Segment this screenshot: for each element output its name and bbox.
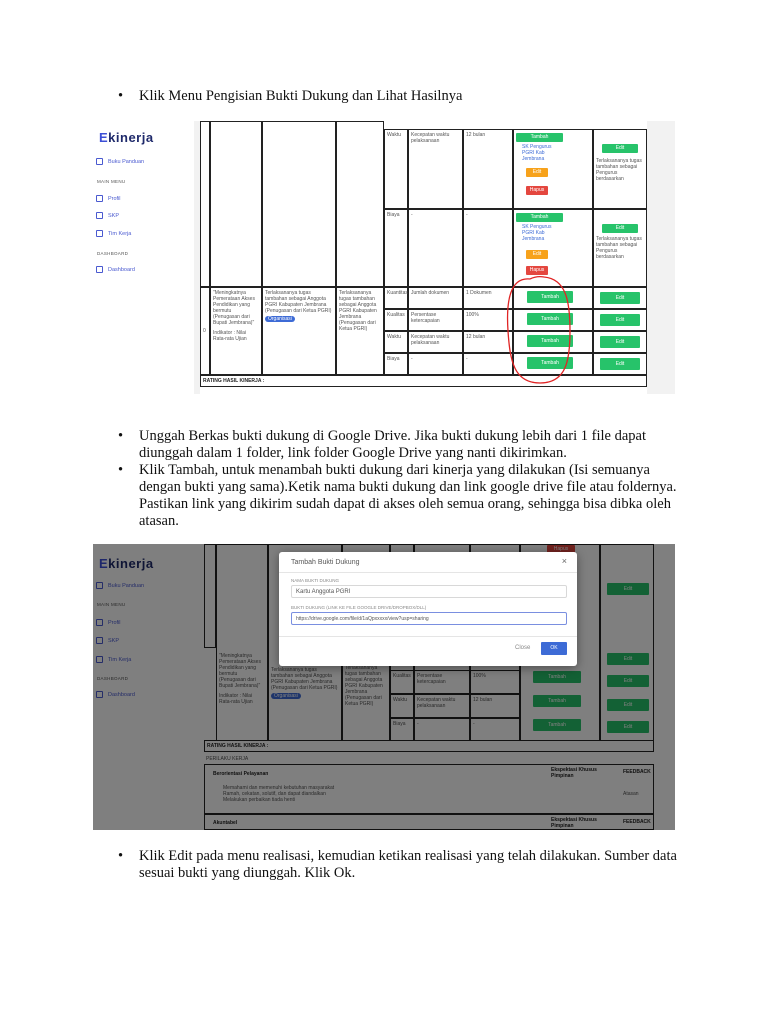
table-cell: 12 bulan	[463, 331, 513, 353]
table-cell: Tambah	[513, 353, 593, 375]
monitor-icon	[96, 266, 103, 273]
organisasi-badge: Organisasi	[265, 316, 295, 322]
realisasi-text: Terlaksananya tugas tambahan sebagai Pen…	[596, 158, 642, 182]
table-cell: Persentase ketercapaian	[408, 309, 463, 331]
table-cell: Kuantitas	[384, 287, 408, 309]
table-cell: -	[463, 353, 513, 375]
table-cell: Edit Terlaksananya tugas tambahan sebaga…	[593, 129, 647, 209]
table-cell: Edit	[593, 309, 647, 331]
link-input[interactable]: https://drive.google.com/file/d/1aQpxxxx…	[291, 612, 567, 625]
modal-title: Tambah Bukti Dukung	[291, 559, 360, 566]
table-cell: Waktu	[384, 129, 408, 209]
table-cell: Kualitas	[384, 309, 408, 331]
edit-realisasi-button[interactable]: Edit	[600, 292, 640, 304]
red-highlight-annotation	[506, 275, 571, 384]
tambah-button[interactable]: Tambah	[527, 335, 573, 347]
tambah-button[interactable]: Tambah	[527, 313, 573, 325]
user-icon	[96, 195, 103, 202]
edit-button[interactable]: Edit	[526, 250, 548, 259]
table-cell: -	[408, 353, 463, 375]
tambah-bukti-modal: Tambah Bukti Dukung × NAMA BUKTI DUKUNG …	[279, 552, 577, 666]
table-cell: Tambah	[513, 309, 593, 331]
rating-row: RATING HASIL KINERJA :	[200, 375, 647, 387]
table-cell: Biaya	[384, 353, 408, 375]
sidebar: Ekinerja Buku Panduan MAIN MENU Profil S…	[93, 121, 194, 394]
realisasi-text: Terlaksananya tugas tambahan sebagai Pen…	[596, 236, 642, 260]
table-cell: Kecepatan waktu pelaksanaan	[408, 129, 463, 209]
ok-button[interactable]: OK	[541, 642, 567, 655]
nav-profil[interactable]: Profil	[96, 195, 121, 202]
table-cell: 0	[200, 287, 210, 375]
app-logo: Ekinerja	[99, 130, 154, 145]
tambah-button[interactable]: Tambah	[516, 133, 563, 142]
table-cell: -	[463, 209, 513, 287]
step-1-text: Klik Menu Pengisian Bukti Dukung dan Lih…	[139, 88, 463, 104]
table-area: Waktu Kecepatan waktu pelaksanaan 12 bul…	[200, 121, 647, 394]
divider	[279, 636, 577, 637]
link-label: BUKTI DUKUNG (LINK KE FILE GOOGLE DRIVE/…	[291, 605, 427, 610]
tambah-button[interactable]: Tambah	[516, 213, 563, 222]
nav-skp[interactable]: SKP	[96, 212, 119, 219]
edit-realisasi-button[interactable]: Edit	[602, 224, 638, 233]
table-cell: Waktu	[384, 331, 408, 353]
table-cell: Biaya	[384, 209, 408, 287]
bullet-dot: •	[118, 428, 124, 444]
nav-buku-panduan[interactable]: Buku Panduan	[96, 158, 144, 165]
screenshot-bukti-dukung-table: Ekinerja Buku Panduan MAIN MENU Profil S…	[93, 121, 675, 394]
table-cell: Tambah	[513, 331, 593, 353]
sk-link[interactable]: SK Pengurus PGRI Kab Jembrana	[522, 144, 552, 162]
edit-realisasi-button[interactable]: Edit	[602, 144, 638, 153]
close-icon[interactable]: ×	[561, 556, 567, 566]
table-cell: Tambah SK Pengurus PGRI Kab Jembrana Edi…	[513, 209, 593, 287]
edit-button[interactable]: Edit	[526, 168, 548, 177]
table-cell: -	[408, 209, 463, 287]
close-button[interactable]: Close	[515, 645, 531, 651]
table-cell: Kecepatan waktu pelaksanaan	[408, 331, 463, 353]
hasil-cell: Terlaksananya tugas tambahan sebagai Ang…	[336, 287, 384, 375]
nav-tim-kerja[interactable]: Tim Kerja	[96, 230, 131, 237]
table-cell	[262, 121, 336, 287]
step-2-text: Unggah Berkas bukti dukung di Google Dri…	[139, 428, 647, 461]
name-label: NAMA BUKTI DUKUNG	[291, 578, 340, 583]
edit-realisasi-button[interactable]: Edit	[600, 314, 640, 326]
name-input[interactable]: Kartu Anggota PGRI	[291, 585, 567, 598]
hapus-button[interactable]: Hapus	[526, 266, 548, 275]
table-cell: 12 bulan	[463, 129, 513, 209]
section-dashboard: DASHBOARD	[97, 251, 129, 256]
table-cell: Edit Terlaksananya tugas tambahan sebaga…	[593, 209, 647, 287]
table-cell	[200, 121, 210, 287]
bullet-dot: •	[118, 462, 124, 478]
edit-realisasi-button[interactable]: Edit	[600, 336, 640, 348]
hapus-button[interactable]: Hapus	[526, 186, 548, 195]
bullet-dot: •	[118, 88, 124, 104]
hasil-cell: Terlaksananya tugas tambahan sebagai Ang…	[262, 287, 336, 375]
rencana-cell: "Meningkatnya Pemerataan Akses Pendidika…	[210, 287, 262, 375]
table-cell: Tambah SK Pengurus PGRI Kab Jembrana Edi…	[513, 129, 593, 209]
step-4-text: Klik Edit pada menu realisasi, kemudian …	[139, 848, 677, 881]
document-icon	[96, 212, 103, 219]
step-3-text: Klik Tambah, untuk menambah bukti dukung…	[139, 462, 677, 529]
sk-link[interactable]: SK Pengurus PGRI Kab Jembrana	[522, 224, 552, 242]
table-cell: Jumlah dokumen	[408, 287, 463, 309]
tambah-button[interactable]: Tambah	[527, 357, 573, 369]
table-cell: Edit	[593, 287, 647, 309]
tambah-button[interactable]: Tambah	[527, 291, 573, 303]
nav-dashboard[interactable]: Dashboard	[96, 266, 135, 273]
edit-realisasi-button[interactable]: Edit	[600, 358, 640, 370]
screenshot-tambah-bukti-modal: Ekinerja Buku Panduan MAIN MENU Profil S…	[93, 544, 675, 830]
table-cell	[336, 121, 384, 287]
users-icon	[96, 230, 103, 237]
bullet-dot: •	[118, 848, 124, 864]
table-cell	[210, 121, 262, 287]
book-icon	[96, 158, 103, 165]
table-cell: Tambah	[513, 287, 593, 309]
table-cell: Edit	[593, 331, 647, 353]
table-cell: 100%	[463, 309, 513, 331]
divider	[279, 572, 577, 573]
section-main-menu: MAIN MENU	[97, 179, 126, 184]
table-cell: 1 Dokumen	[463, 287, 513, 309]
table-cell: Edit	[593, 353, 647, 375]
